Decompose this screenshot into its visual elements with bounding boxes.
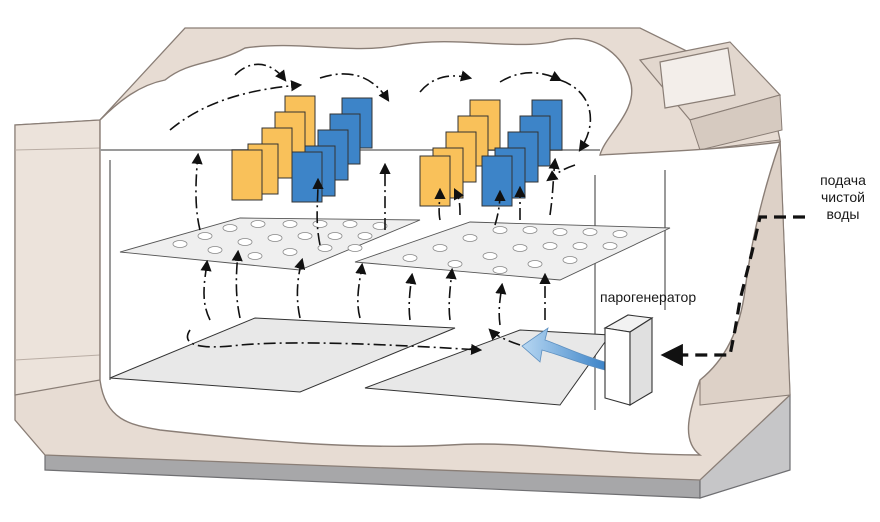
air-circulation-arrows <box>169 63 592 356</box>
water-inlet-dashed-line <box>660 215 805 367</box>
test-panels-left <box>231 95 373 203</box>
test-panels-right <box>419 99 563 207</box>
steam-flow-arrow <box>521 327 606 371</box>
control-panel <box>638 41 783 151</box>
steam-generator-label: парогенератор <box>600 289 697 305</box>
perforated-rack-right <box>354 221 671 281</box>
water-supply-label: подача чистой воды <box>808 172 878 223</box>
water-supply-line-2: чистой <box>821 189 865 205</box>
water-supply-line-1: подача <box>820 172 866 188</box>
water-supply-line-3: воды <box>826 206 860 222</box>
perforated-rack-left <box>119 217 421 271</box>
steam-generator-box <box>603 314 654 406</box>
